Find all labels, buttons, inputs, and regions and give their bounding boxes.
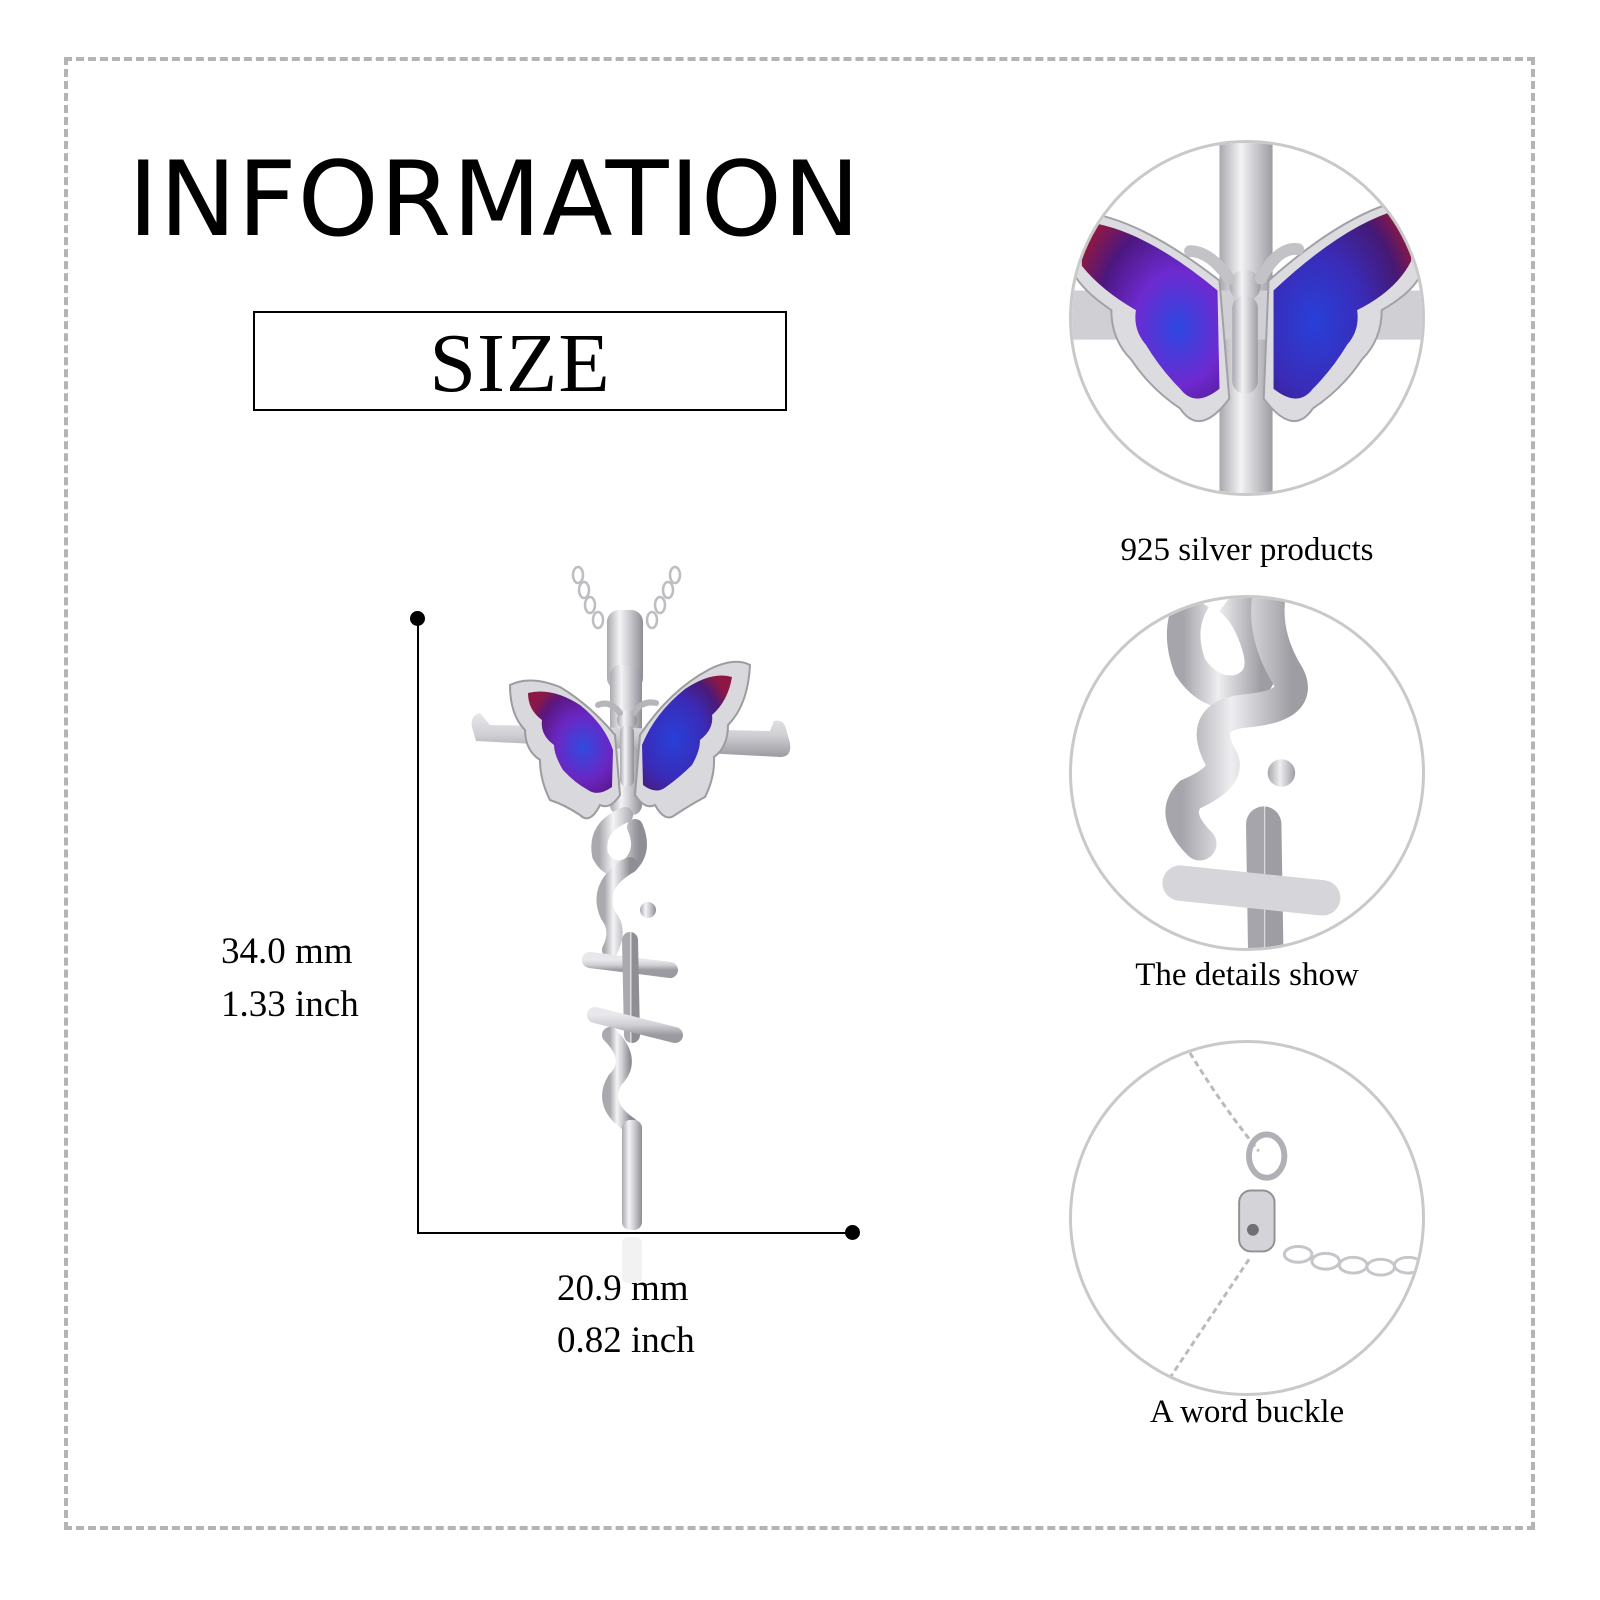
- dashed-frame: [64, 57, 1535, 1530]
- height-inch: 1.33 inch: [221, 984, 359, 1025]
- width-dimension-line: [417, 1232, 853, 1234]
- width-inch: 0.82 inch: [557, 1320, 695, 1361]
- page-title: INFORMATION: [128, 140, 862, 260]
- detail-image-butterfly: [1069, 140, 1425, 496]
- detail-image-clasp: [1069, 1040, 1425, 1396]
- height-dimension-line: [417, 618, 419, 1234]
- detail-image-lettering: [1069, 595, 1425, 951]
- butterfly-cross-pendant-icon: [470, 565, 820, 1285]
- caption-silver: 925 silver products: [1120, 532, 1374, 568]
- caption-details: The details show: [1135, 957, 1359, 993]
- faith-lettering-closeup-icon: [1162, 598, 1341, 948]
- size-label-box: SIZE: [253, 311, 787, 411]
- size-label: SIZE: [429, 317, 611, 410]
- butterfly-closeup-icon: [1072, 143, 1422, 493]
- width-endpoint-dot: [845, 1225, 860, 1240]
- caption-buckle: A word buckle: [1149, 1394, 1345, 1430]
- height-mm: 34.0 mm: [221, 931, 353, 972]
- lobster-clasp-closeup-icon: [1169, 1052, 1422, 1379]
